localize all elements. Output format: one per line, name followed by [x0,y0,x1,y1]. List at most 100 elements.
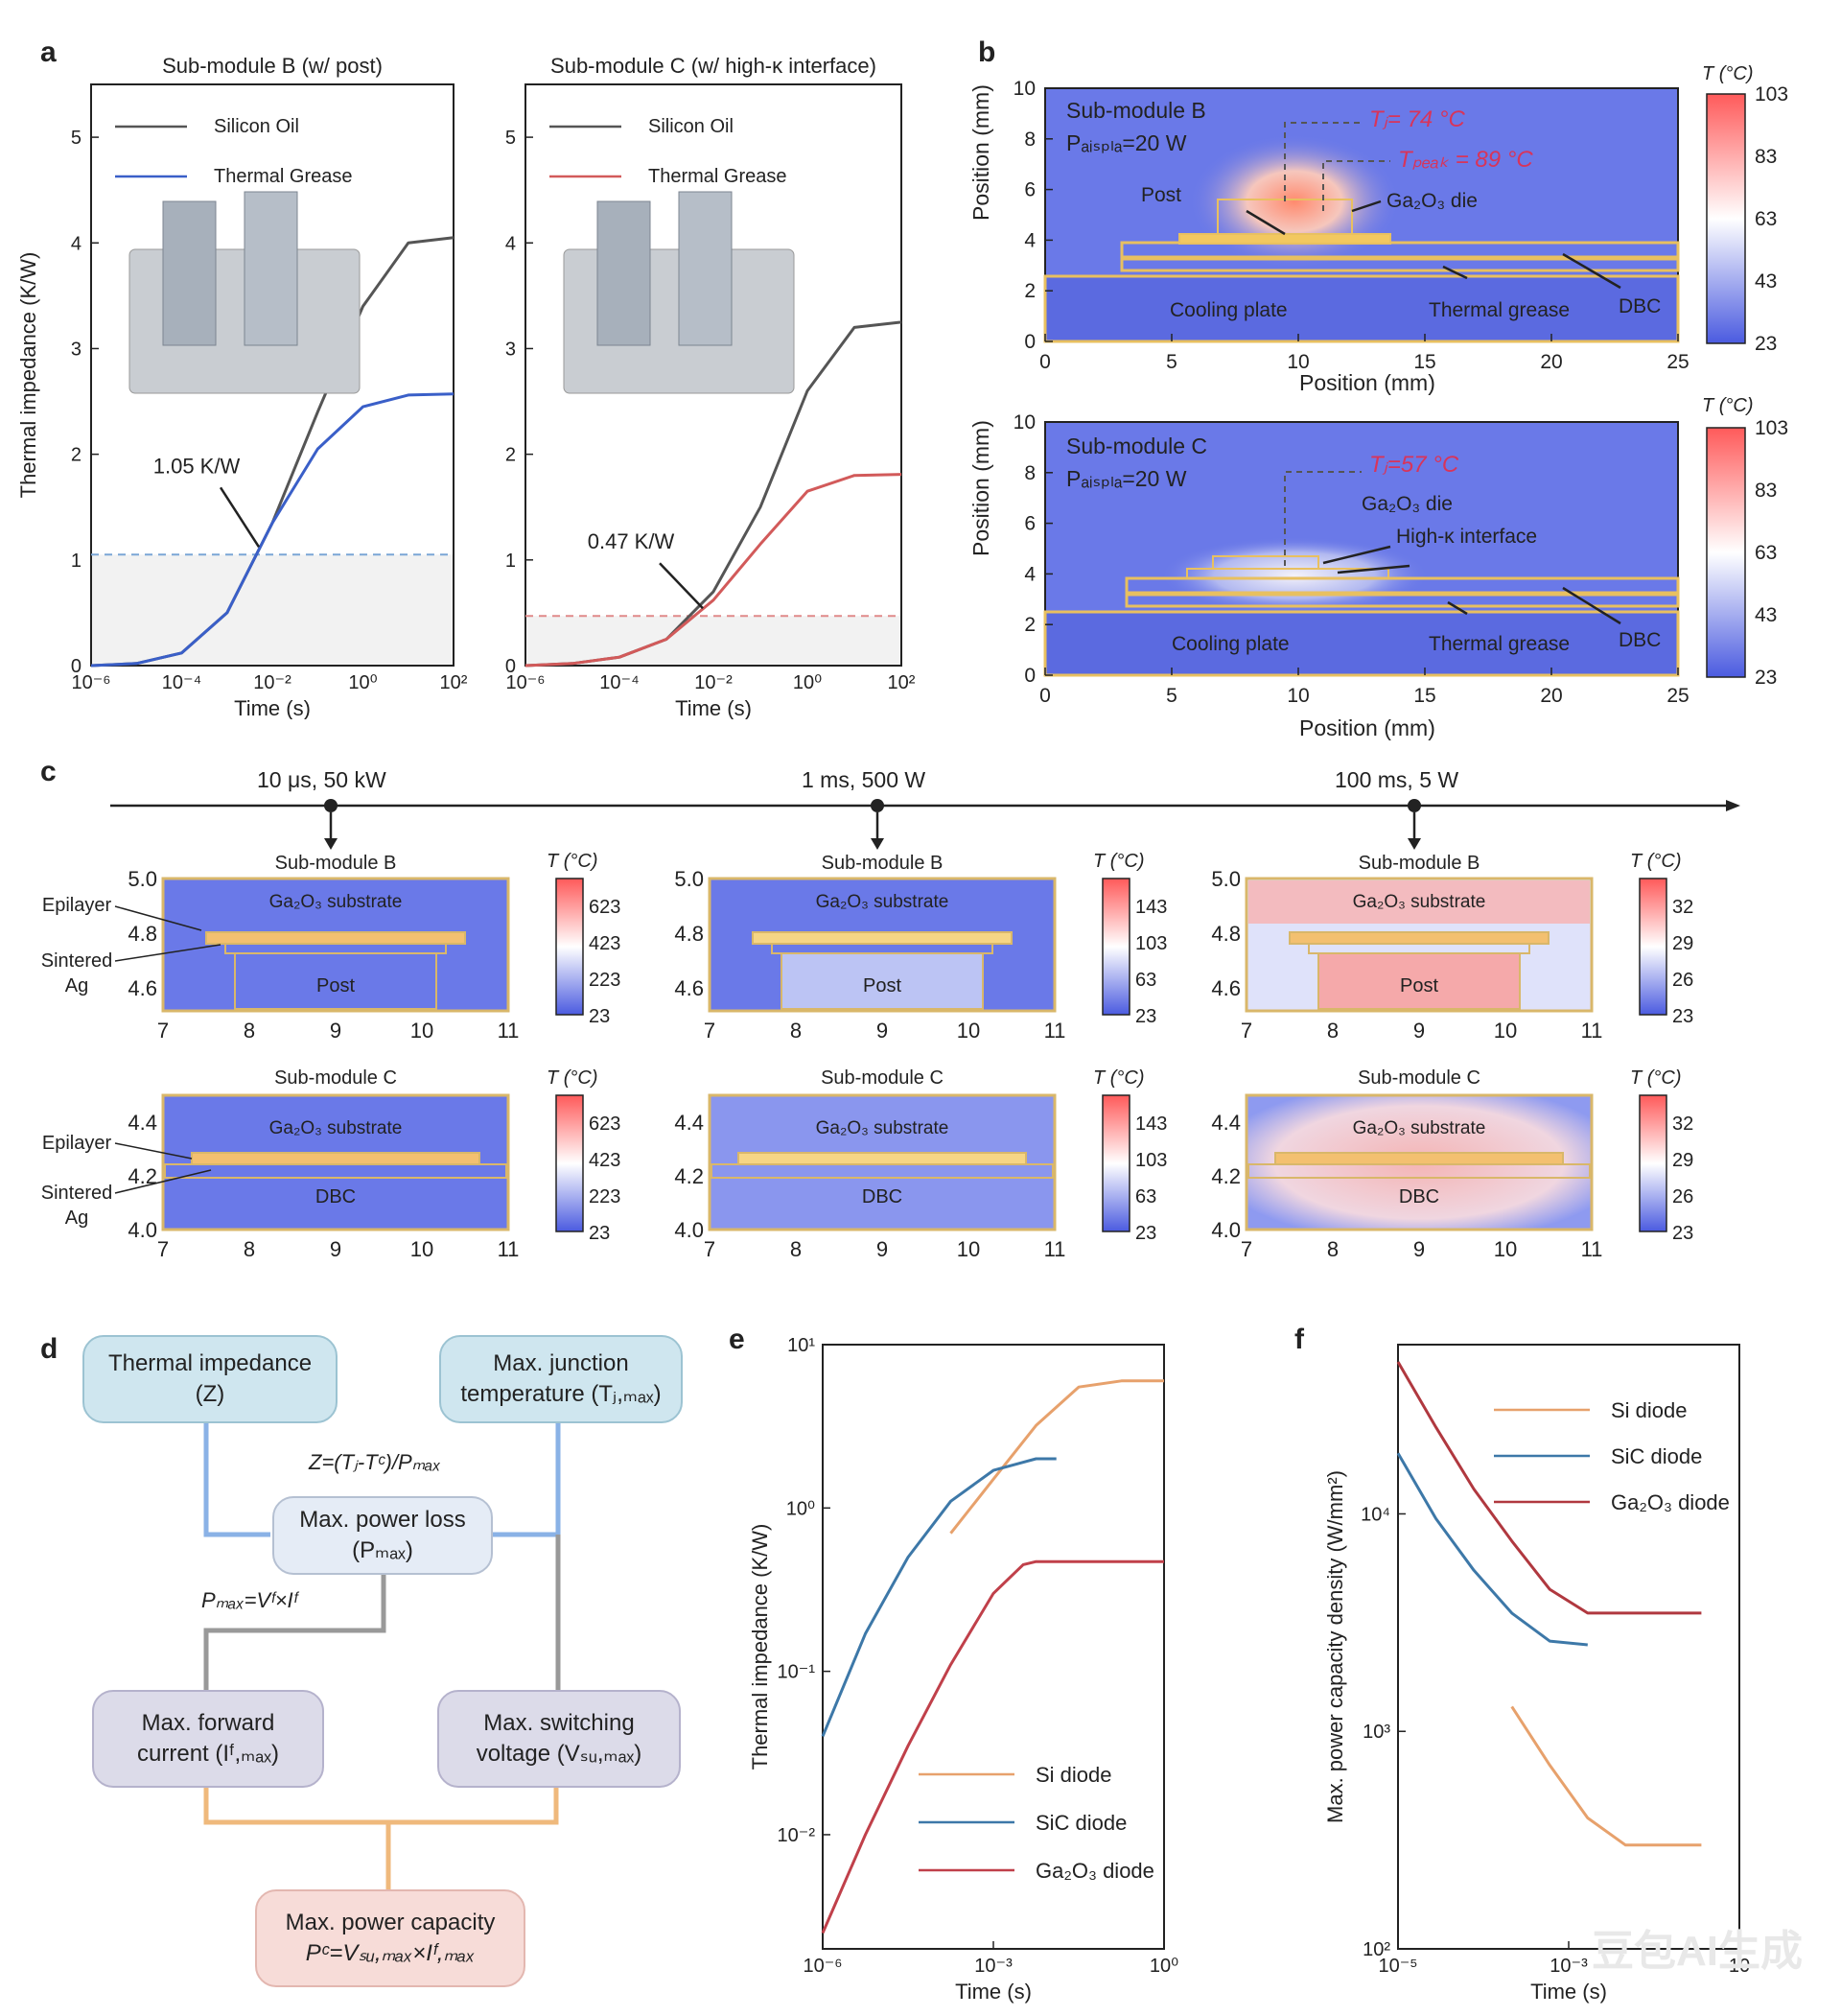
b-y-tick-label: 4 [1024,229,1036,251]
c-time-1: 10 μs, 50 kW [257,767,386,792]
x-tick-label: 10⁻³ [974,1956,1013,1977]
c-x-tick-label: 8 [1327,1237,1339,1261]
c-x-tick-label: 10 [1494,1237,1517,1261]
b-bottom-tj: Tⱼ=57 °C [1369,452,1459,478]
legend-label: Si diode [1611,1398,1688,1422]
c-y-tick-label: 4.8 [1211,922,1241,946]
c-cbar-tick-label: 423 [589,933,620,954]
c-colorbar-C [1639,1094,1667,1232]
c-title-B: Sub-module B [1359,853,1480,874]
c-cbar-tick-label: 623 [589,1113,620,1135]
panel-f-letter: f [1294,1324,1304,1355]
sample-photo-right [678,191,733,346]
b-x-tick-label: 10 [1287,351,1309,373]
y-tick-label: 10¹ [787,1335,815,1356]
c-x-tick-label: 8 [1327,1019,1339,1043]
b-x-tick-label: 20 [1540,351,1562,373]
c-cbar-tick-label: 23 [1672,1006,1693,1027]
x-tick-label: 10² [440,672,468,693]
c-x-tick-label: 10 [410,1019,433,1043]
b-x-tick-label: 10 [1287,685,1309,707]
y-tick-label: 10⁰ [786,1498,815,1519]
c-cbar-tick-label: 23 [1672,1223,1693,1244]
y-tick-label: 10³ [1363,1722,1390,1743]
b-bottom-ylabel: Position (mm) [968,420,993,556]
b-cbar-tick-label: 63 [1755,542,1777,564]
c-cbar-title: T (°C) [1630,1067,1682,1089]
b-cbar-tick-label: 23 [1755,333,1777,355]
x-tick-label: 10⁻⁴ [162,672,201,693]
c-leader [114,905,202,931]
x-tick-label: 10⁻² [253,672,291,693]
c-timeline-dot [324,799,338,812]
c-cbar-tick-label: 23 [589,1006,610,1027]
c-cbar-tick-label: 63 [1135,1186,1156,1207]
c-cbar-tick-label: 29 [1672,933,1693,954]
b-y-tick-label: 2 [1024,614,1036,636]
legend-label: Thermal Grease [648,166,787,187]
b-bottom-interface: High-κ interface [1396,526,1538,548]
x-tick-label: 10⁰ [793,672,822,693]
y-tick-label: 10² [1363,1939,1390,1960]
c-colorbar-C [1102,1094,1130,1232]
d-eq1: Z=(Tⱼ-Tᶜ)/Pₘₐₓ [309,1450,441,1474]
c-map-C-epilayer [1274,1152,1564,1165]
b-cbar-tick-label: 43 [1755,604,1777,626]
y-axis-label: Thermal impedance (K/W) [748,1524,772,1770]
x-tick-label: 10² [888,672,916,693]
panel-a-letter: a [40,36,57,68]
b-top-tj: Tⱼ= 74 °C [1369,106,1465,132]
b-y-tick-label: 0 [1024,665,1036,687]
series-line-1 [1396,1452,1588,1647]
c-x-tick-label: 11 [498,1019,520,1043]
c-x-tick-label: 11 [498,1237,520,1261]
c-post: Post [316,975,355,996]
c-y-tick-label: 4.6 [128,976,157,1000]
c-map-C-sintered [1247,1163,1591,1179]
c-colorbar-B [1639,878,1667,1016]
panel-d-letter: d [40,1333,58,1365]
b-x-tick-label: 15 [1413,685,1435,707]
c-cbar-tick-label: 26 [1672,970,1693,991]
c-cbar-tick-label: 32 [1672,1113,1693,1135]
c-title-C: Sub-module C [821,1067,944,1089]
y-tick-label: 10⁻² [778,1825,816,1846]
c-x-tick-label: 7 [704,1019,715,1043]
c-map-B-substrate [1248,880,1590,924]
c-map-B-post [781,952,984,1010]
c-timeline-arrowhead [1408,838,1421,850]
b-top-colorbar [1706,93,1746,344]
x-tick-label: 10⁻³ [1550,1956,1588,1977]
x-tick-label: 10⁻⁶ [803,1956,842,1977]
series-line-2 [1396,1361,1702,1615]
c-cbar-title: T (°C) [547,1067,598,1089]
c-x-tick-label: 11 [1581,1237,1603,1261]
b-y-tick-label: 8 [1024,129,1036,151]
b-cbar-tick-label: 103 [1755,417,1788,439]
c-cbar-title: T (°C) [1630,851,1682,872]
c-colorbar-B [555,878,584,1016]
y-tick-label: 2 [505,445,516,466]
c-x-tick-label: 9 [876,1237,888,1261]
d-arrows [203,1421,561,1889]
c-y-tick-label: 4.8 [128,922,157,946]
b-cbar-tick-label: 23 [1755,667,1777,689]
b-cbar-tick-label: 63 [1755,208,1777,230]
b-bottom-xlabel: Position (mm) [1299,715,1435,740]
series-line-1 [90,392,454,668]
watermark: 豆包AI生成 [1592,1928,1803,1975]
c-leader [114,944,221,962]
b-top-ylabel: Position (mm) [968,84,993,221]
c-leader [114,1169,212,1194]
y-axis-label: Thermal impedance (K/W) [16,252,40,499]
c-y-tick-label: 5.0 [1211,867,1241,891]
c-dbc: DBC [862,1186,902,1207]
c-title-C: Sub-module C [274,1067,397,1089]
b-bottom-die: Ga₂O₃ die [1362,493,1453,515]
b-bottom-colorbar [1706,427,1746,678]
